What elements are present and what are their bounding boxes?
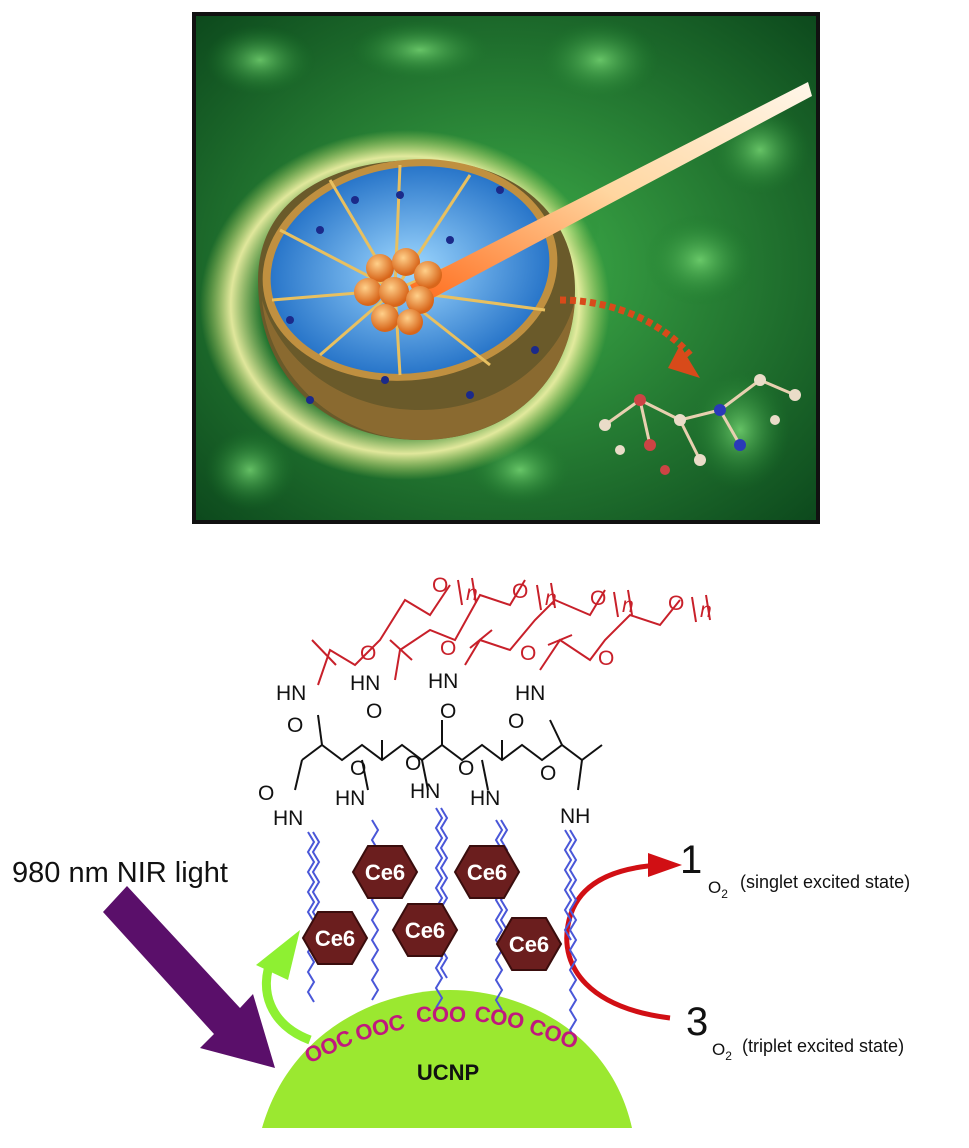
o-label: O	[508, 710, 524, 733]
ce6-hexagon: Ce6	[455, 846, 519, 898]
nh-label: NH	[560, 805, 590, 828]
ce6-hexagon: Ce6	[303, 912, 367, 964]
amide-labels: HN HN HN HN HN HN HN HN NH O O O O O O O…	[258, 670, 590, 830]
peg-o-label: O	[668, 592, 684, 615]
hn-label: HN	[273, 807, 303, 830]
singlet-state-label: (singlet excited state)	[740, 872, 910, 892]
o-label: O	[405, 752, 421, 775]
singlet-number: 1	[680, 838, 702, 882]
peg-o-label: O	[360, 642, 376, 665]
triplet-oxygen-symbol: O2	[712, 1040, 732, 1063]
energy-transfer-arrow	[567, 853, 682, 1018]
triplet-state-label: (triplet excited state)	[742, 1036, 904, 1056]
o-label: O	[258, 782, 274, 805]
o-label: O	[540, 762, 556, 785]
o-label: O	[287, 714, 303, 737]
hn-label: HN	[515, 682, 545, 705]
nir-light-label: 980 nm NIR light	[12, 857, 228, 889]
peg-labels: O O O O O O O O n n n n	[360, 574, 712, 670]
peg-o-label: O	[598, 647, 614, 670]
nanoparticle-laser-illustration	[192, 12, 820, 524]
ce6-hexagon: Ce6	[353, 846, 417, 898]
svg-text:Ce6: Ce6	[365, 860, 405, 885]
ce6-hexagon: Ce6	[393, 904, 457, 956]
hn-label: HN	[410, 780, 440, 803]
ce6-hexagon: Ce6	[497, 918, 561, 970]
svg-text:Ce6: Ce6	[405, 918, 445, 943]
nir-light-arrow	[103, 886, 275, 1068]
o-label: O	[366, 700, 382, 723]
hn-label: HN	[428, 670, 458, 693]
o-label: O	[458, 757, 474, 780]
svg-text:Ce6: Ce6	[315, 926, 355, 951]
svg-text:Ce6: Ce6	[509, 932, 549, 957]
peg-o-label: O	[440, 637, 456, 660]
triplet-number: 3	[686, 1000, 708, 1044]
svg-text:Ce6: Ce6	[467, 860, 507, 885]
peg-o-label: O	[520, 642, 536, 665]
hn-label: HN	[335, 787, 365, 810]
singlet-oxygen-symbol: O2	[708, 878, 728, 901]
peg-o-label: O	[590, 587, 606, 610]
upconversion-arrow	[256, 930, 310, 1040]
hn-label: HN	[470, 787, 500, 810]
hn-label: HN	[350, 672, 380, 695]
o-label: O	[350, 757, 366, 780]
ucnp-label: UCNP	[417, 1060, 479, 1085]
peg-o-label: O	[432, 574, 448, 597]
coo-label: COO	[416, 1002, 466, 1027]
ce6-molecules: Ce6 Ce6 Ce6 Ce6 Ce6	[303, 846, 561, 970]
schematic: UCNP 980 nm NIR light 1 O2 (singlet exci…	[12, 574, 910, 1128]
hn-label: HN	[276, 682, 306, 705]
o-label: O	[440, 700, 456, 723]
peg-o-label: O	[512, 580, 528, 603]
